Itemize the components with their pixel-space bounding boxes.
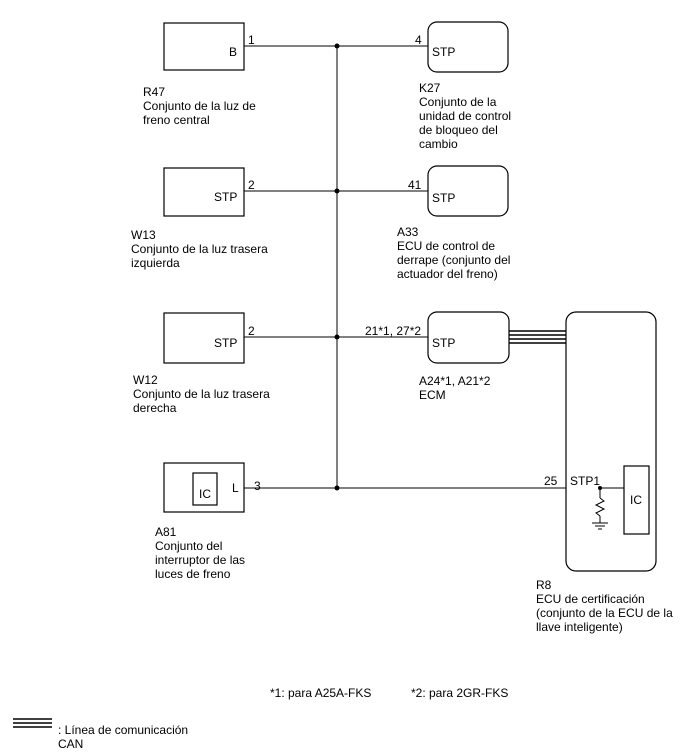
can-legend-symbol — [13, 718, 52, 728]
r47-desc-1: Conjunto de la luz de — [143, 99, 256, 113]
k27-desc-2: unidad de control — [419, 109, 511, 123]
r8-pin-number: 25 — [544, 474, 558, 488]
a81-pin-label: L — [232, 481, 239, 495]
a33-code: A33 — [397, 225, 419, 239]
a33-pin-label: STP — [432, 191, 455, 205]
ecm-desc-1: ECM — [419, 388, 446, 402]
k27-code: K27 — [419, 81, 441, 95]
w13-pin-number: 2 — [248, 178, 255, 192]
w12-desc-1: Conjunto de la luz trasera — [133, 387, 270, 401]
r8-desc-1: ECU de certificación — [536, 592, 645, 606]
w12-desc-2: derecha — [133, 401, 177, 415]
ecm-code: A24*1, A21*2 — [419, 374, 491, 388]
k27-desc-1: Conjunto de la — [419, 95, 497, 109]
a81-pin-number: 3 — [254, 479, 261, 493]
a81-desc-1: Conjunto del — [155, 539, 222, 553]
w13-desc-2: izquierda — [131, 256, 180, 270]
w13-code: W13 — [131, 228, 156, 242]
a81-desc-2: interruptor de las — [155, 553, 245, 567]
footnote-1: *1: para A25A-FKS — [270, 686, 371, 700]
junction-dot — [334, 334, 340, 340]
r8-code: R8 — [536, 578, 552, 592]
a33-desc-1: ECU de control de — [397, 239, 495, 253]
can-bus-lines — [509, 330, 566, 344]
junction-dot — [334, 43, 340, 49]
r8-ic-box — [623, 465, 650, 535]
a33-desc-2: derrape (conjunto del — [397, 253, 510, 267]
r47-desc-2: freno central — [143, 113, 210, 127]
r8-internal-circuit — [592, 486, 624, 530]
can-legend-label-2: CAN — [58, 737, 83, 751]
a33-desc-3: actuador del freno) — [397, 267, 498, 281]
junction-dot — [334, 485, 340, 491]
a81-code: A81 — [155, 525, 177, 539]
a81-desc-3: luces de freno — [155, 567, 231, 581]
ecm-pin-number: 21*1, 27*2 — [365, 324, 421, 338]
footnote-2: *2: para 2GR-FKS — [411, 686, 508, 700]
w13-pin-label: STP — [214, 190, 237, 204]
a81-ic-label: IC — [199, 487, 211, 501]
w13-desc-1: Conjunto de la luz trasera — [131, 242, 268, 256]
a33-pin-number: 41 — [408, 178, 422, 192]
r47-box — [163, 22, 245, 71]
r47-pin-number: 1 — [248, 33, 255, 47]
k27-desc-3: de bloqueo del — [419, 123, 498, 137]
ecm-box — [427, 311, 510, 364]
junction-dot — [334, 188, 340, 194]
r8-ic-label: IC — [630, 493, 642, 507]
k27-pin-number: 4 — [415, 33, 422, 47]
k27-desc-4: cambio — [419, 137, 458, 151]
w12-pin-number: 2 — [248, 324, 255, 338]
w12-code: W12 — [133, 373, 158, 387]
r47-pin-label: B — [229, 45, 237, 59]
r47-code: R47 — [143, 85, 165, 99]
r8-pin-label: STP1 — [570, 474, 600, 488]
can-legend-label-1: : Línea de comunicación — [58, 723, 188, 737]
a81-ic-box — [192, 472, 218, 506]
r8-desc-3: llave inteligente) — [536, 620, 623, 634]
w12-box — [163, 312, 245, 364]
w12-pin-label: STP — [214, 336, 237, 350]
k27-box — [427, 21, 509, 73]
k27-pin-label: STP — [432, 45, 455, 59]
r8-desc-2: (conjunto de la ECU de la — [536, 606, 673, 620]
w13-box — [163, 167, 245, 217]
ecm-pin-label: STP — [432, 336, 455, 350]
a33-box — [427, 165, 509, 217]
